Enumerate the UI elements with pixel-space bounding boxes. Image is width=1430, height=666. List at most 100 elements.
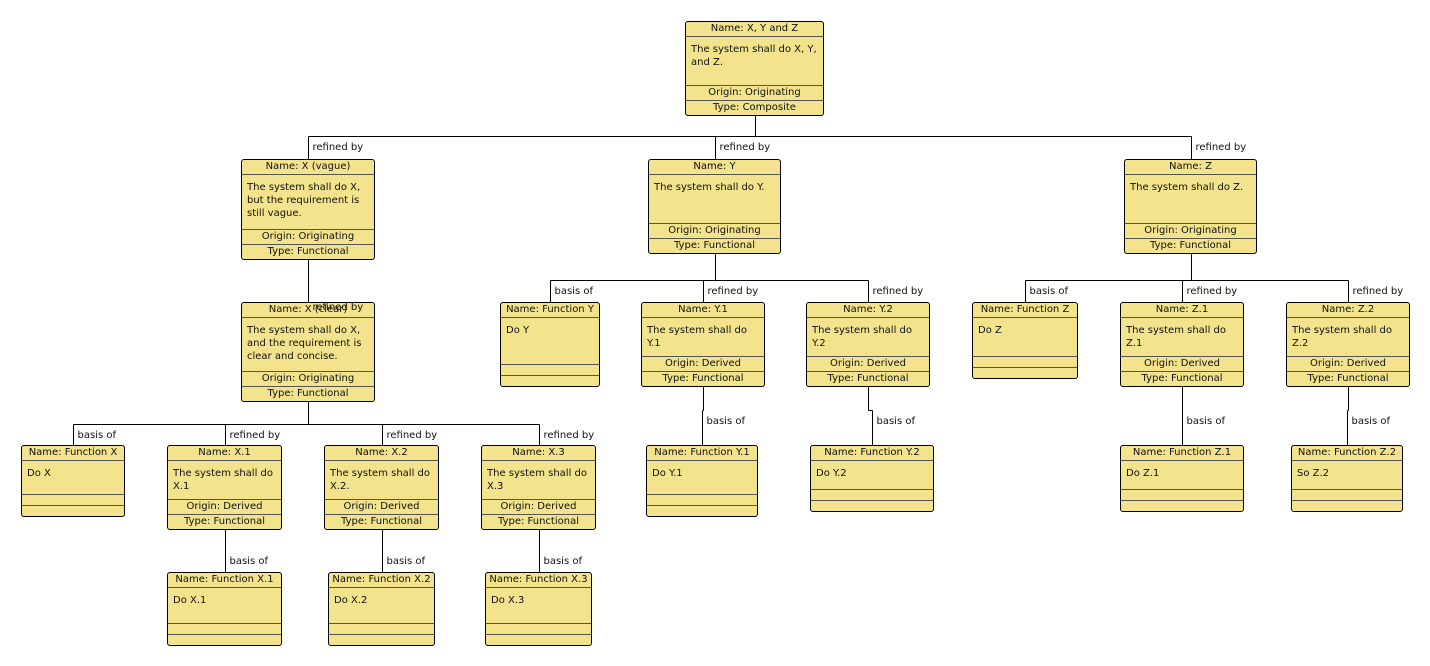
requirement-node-x-clear[interactable]: Name: X (clear) The system shall do X, an… bbox=[241, 302, 375, 402]
node-attributes bbox=[973, 356, 1077, 378]
node-name: Name: X.1 bbox=[168, 446, 281, 461]
edge-label: refined by bbox=[707, 285, 759, 297]
edge-label: basis of bbox=[876, 415, 916, 427]
node-type bbox=[1292, 500, 1402, 511]
node-name: Name: Y.1 bbox=[642, 303, 764, 318]
node-origin bbox=[811, 489, 933, 500]
node-origin bbox=[329, 623, 434, 634]
node-origin: Origin: Derived bbox=[1121, 356, 1243, 371]
node-name: Name: X.2 bbox=[325, 446, 438, 461]
edge-label: refined by bbox=[719, 141, 771, 153]
edge-label: basis of bbox=[1029, 285, 1069, 297]
edge-label: basis of bbox=[543, 555, 583, 567]
node-name: Name: Y bbox=[649, 160, 780, 175]
edge-label: basis of bbox=[386, 555, 426, 567]
node-origin: Origin: Originating bbox=[242, 229, 374, 244]
node-type: Type: Functional bbox=[1287, 371, 1409, 386]
node-type: Type: Functional bbox=[1125, 238, 1256, 253]
node-name: Name: X.3 bbox=[482, 446, 595, 461]
node-description: The system shall do X.3 bbox=[487, 468, 587, 492]
node-attributes bbox=[486, 623, 591, 645]
edge-label: refined by bbox=[312, 301, 364, 313]
edge-label: refined by bbox=[229, 429, 281, 441]
node-origin bbox=[22, 494, 124, 505]
requirement-node-x-vague[interactable]: Name: X (vague) The system shall do X, bu… bbox=[241, 159, 375, 260]
node-description: The system shall do X, but the requireme… bbox=[247, 182, 361, 219]
node-description: Do X bbox=[27, 468, 51, 479]
node-origin bbox=[501, 364, 599, 375]
node-name: Name: Function Z bbox=[973, 303, 1077, 318]
node-type: Type: Functional bbox=[649, 238, 780, 253]
node-name: Name: X, Y and Z bbox=[686, 22, 823, 37]
node-description: The system shall do Z. bbox=[1130, 182, 1244, 193]
node-name: Name: Function X.3 bbox=[486, 573, 591, 588]
node-description: The system shall do Y. bbox=[654, 182, 765, 193]
node-type bbox=[811, 500, 933, 511]
node-description: Do Z bbox=[978, 325, 1002, 336]
node-name: Name: Function X.1 bbox=[168, 573, 281, 588]
node-type bbox=[168, 634, 281, 645]
requirement-node-y[interactable]: Name: Y The system shall do Y. Origin: Ori… bbox=[648, 159, 781, 254]
node-type bbox=[973, 367, 1077, 378]
edge-label: refined by bbox=[543, 429, 595, 441]
edge-label: basis of bbox=[706, 415, 746, 427]
node-type bbox=[22, 505, 124, 516]
node-attributes bbox=[168, 623, 281, 645]
requirement-node-fz[interactable]: Name: Function Z Do Z bbox=[972, 302, 1078, 379]
node-attributes bbox=[22, 494, 124, 516]
requirement-node-fy[interactable]: Name: Function Y Do Y bbox=[500, 302, 600, 387]
node-type: Type: Functional bbox=[325, 514, 438, 529]
node-attributes bbox=[647, 494, 757, 516]
node-description: Do X.2 bbox=[334, 595, 368, 606]
node-description: Do Y bbox=[506, 325, 530, 336]
node-name: Name: Function Y.2 bbox=[811, 446, 933, 461]
node-attributes bbox=[501, 364, 599, 386]
node-type bbox=[1121, 500, 1243, 511]
node-name: Name: Z.1 bbox=[1121, 303, 1243, 318]
node-description: The system shall do X, and the requireme… bbox=[247, 325, 362, 362]
requirement-node-fx2[interactable]: Name: Function X.2 Do X.2 bbox=[328, 572, 435, 646]
node-description: Do Z.1 bbox=[1126, 468, 1160, 479]
node-name: Name: Function X bbox=[22, 446, 124, 461]
node-name: Name: X (vague) bbox=[242, 160, 374, 175]
edge-label: refined by bbox=[872, 285, 924, 297]
node-description: Do X.3 bbox=[491, 595, 525, 606]
node-name: Name: X (clear) bbox=[242, 303, 374, 318]
node-origin: Origin: Derived bbox=[807, 356, 929, 371]
node-origin bbox=[1292, 489, 1402, 500]
node-type: Type: Functional bbox=[482, 514, 595, 529]
node-name: Name: Function X.2 bbox=[329, 573, 434, 588]
requirement-node-fx3[interactable]: Name: Function X.3 Do X.3 bbox=[485, 572, 592, 646]
node-type: Type: Functional bbox=[242, 386, 374, 401]
node-name: Name: Function Y bbox=[501, 303, 599, 318]
requirement-node-fx[interactable]: Name: Function X Do X bbox=[21, 445, 125, 517]
node-description: The system shall do Z.1 bbox=[1126, 325, 1226, 349]
node-description: Do Y.2 bbox=[816, 468, 847, 479]
requirement-node-fy2[interactable]: Name: Function Y.2 Do Y.2 bbox=[810, 445, 934, 512]
node-type: Type: Composite bbox=[686, 100, 823, 115]
node-origin: Origin: Derived bbox=[1287, 356, 1409, 371]
node-type: Type: Functional bbox=[242, 244, 374, 259]
node-origin bbox=[973, 356, 1077, 367]
node-origin: Origin: Originating bbox=[686, 85, 823, 100]
